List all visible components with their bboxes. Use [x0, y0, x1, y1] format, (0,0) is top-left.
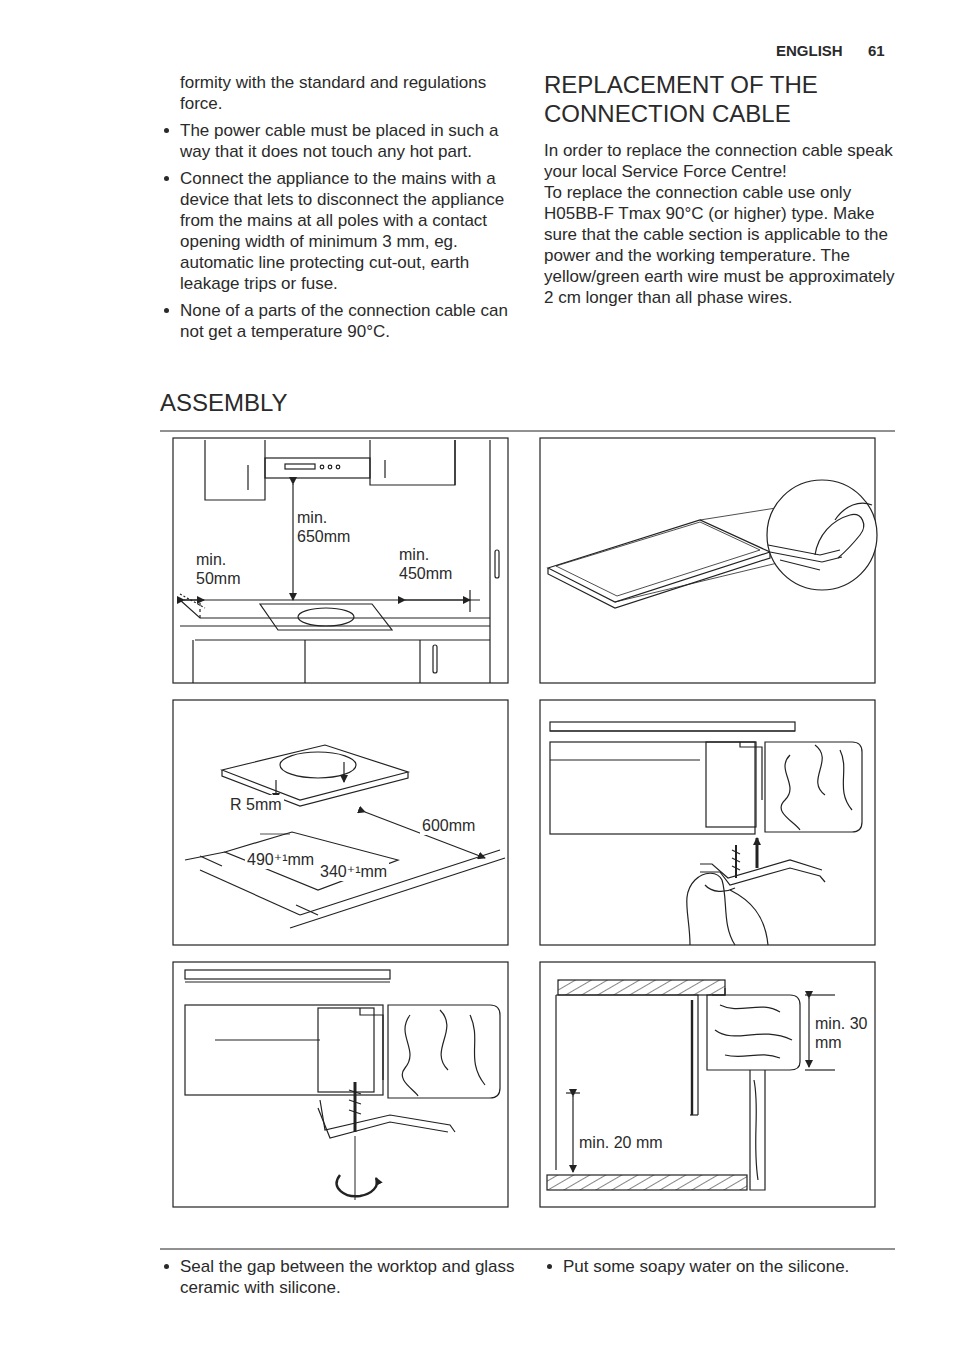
bullet-text: The power cable must be placed in such a… — [180, 120, 520, 162]
dimension-label: R 5mm — [228, 795, 284, 814]
body-text: To replace the connection cable use only… — [544, 182, 904, 308]
dimension-label: 490⁺¹mm — [245, 850, 316, 869]
bullet-dot — [547, 1264, 552, 1269]
dimension-label: min. 20 mm — [577, 1133, 665, 1152]
language-header: ENGLISH — [776, 40, 843, 61]
dimension-label: min. 650mm — [295, 508, 365, 546]
section-heading: REPLACEMENT OF THE CONNECTION CABLE — [544, 70, 874, 128]
bullet-text: None of a parts of the connection cable … — [180, 300, 520, 342]
bullet-dot — [164, 176, 169, 181]
bullet-text: Connect the appliance to the mains with … — [180, 168, 520, 294]
body-text: In order to replace the connection cable… — [544, 140, 904, 182]
bullet-dot — [164, 128, 169, 133]
page-number: 61 — [868, 40, 885, 61]
section-heading: ASSEMBLY — [160, 388, 288, 417]
dimension-label: 340⁺¹mm — [318, 862, 389, 881]
body-text: formity with the standard and regulation… — [180, 72, 520, 114]
dimension-label: min. 30 mm — [813, 1014, 873, 1052]
bullet-text: Put some soapy water on the silicone. — [563, 1256, 893, 1277]
bullet-dot — [164, 308, 169, 313]
dimension-label: min. 50mm — [194, 550, 258, 588]
bullet-text: Seal the gap between the worktop and gla… — [180, 1256, 520, 1298]
bullet-dot — [164, 1264, 169, 1269]
dimension-label: 600mm — [420, 816, 477, 835]
dimension-label: min. 450mm — [397, 545, 467, 583]
